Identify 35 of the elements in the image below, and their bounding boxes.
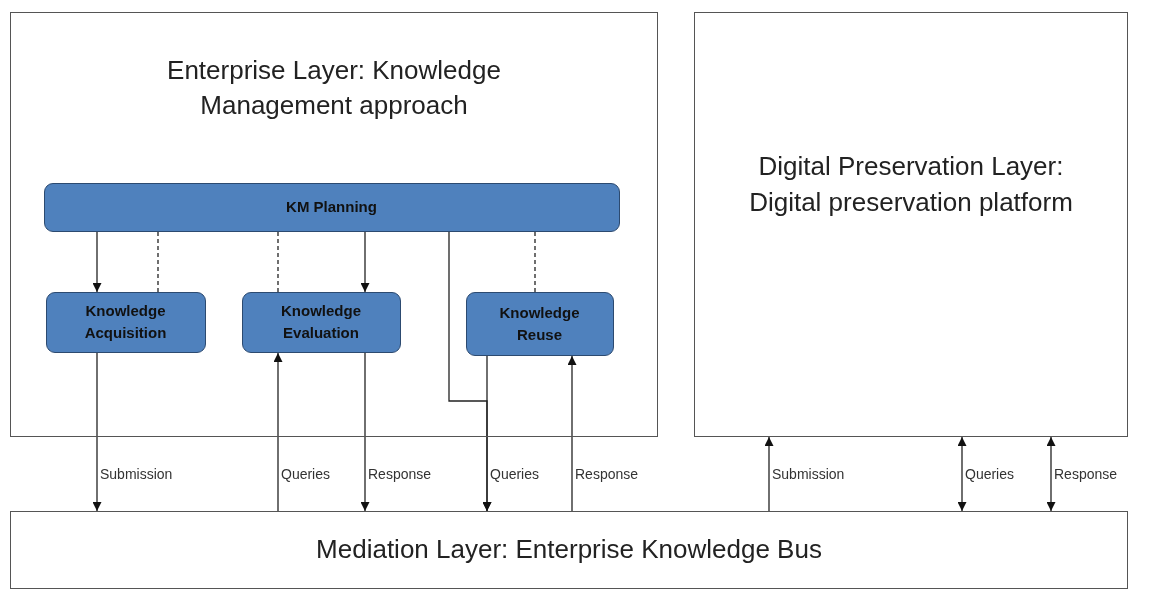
box-label: Knowledge Reuse: [498, 302, 581, 345]
edge-label: Queries: [964, 466, 1016, 482]
connector-line: [157, 231, 159, 293]
layer-title: Enterprise Layer: Knowledge Management approach: [166, 54, 502, 123]
edge-label: Queries: [280, 466, 332, 482]
box-label: Knowledge Acquisition: [83, 301, 168, 343]
layer-box: [10, 511, 1128, 589]
box-label: KM Planning: [286, 197, 377, 218]
arrow: [273, 352, 283, 512]
process-box: [465, 291, 614, 356]
process-box: [241, 291, 401, 353]
arrow: [360, 352, 370, 512]
edge-label: Response: [367, 466, 433, 482]
edge-label: Submission: [771, 466, 846, 482]
arrow: [957, 436, 967, 512]
layer-box: [10, 12, 658, 437]
edge-label: Response: [1053, 466, 1119, 482]
arrow: [92, 352, 102, 512]
arrow: [764, 436, 774, 512]
edge-label: Queries: [489, 466, 541, 482]
edge-label: Submission: [99, 466, 174, 482]
arrow: [92, 231, 102, 293]
process-box: [43, 182, 620, 232]
layer-title: Mediation Layer: Enterprise Knowledge Bus: [316, 533, 822, 567]
connector-line: [277, 231, 279, 293]
connector-line: [534, 231, 536, 293]
arrow: [567, 355, 577, 512]
layer-title: Digital Preservation Layer: Digital preservation platform: [748, 150, 1074, 219]
layer-box: [694, 12, 1128, 437]
arrow: [360, 231, 370, 293]
box-label: Knowledge Evaluation: [280, 301, 362, 343]
arrow: [482, 355, 492, 512]
edge-label: Response: [574, 466, 640, 482]
arrow: [1046, 436, 1056, 512]
process-box: [45, 291, 206, 353]
